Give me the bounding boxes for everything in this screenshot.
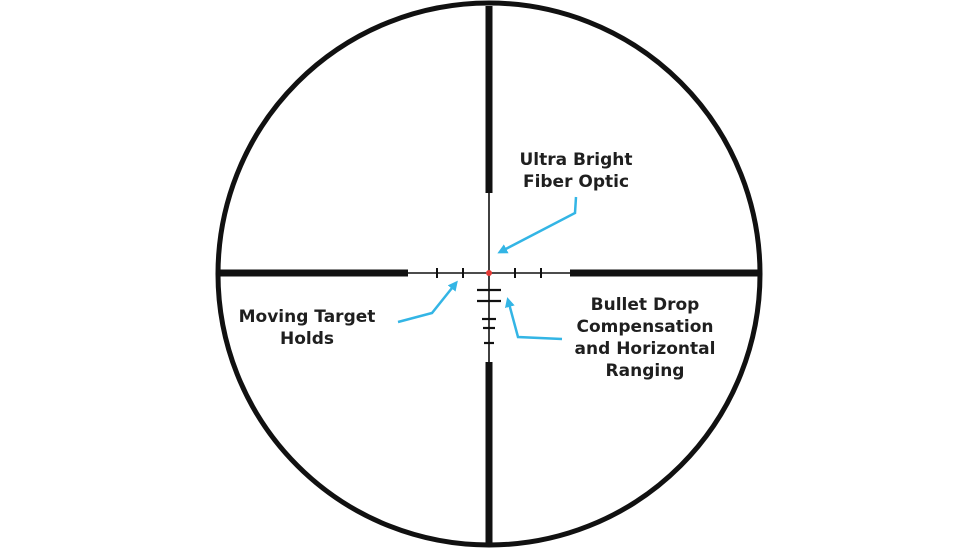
label-line: Bullet Drop <box>590 295 700 315</box>
callout-arrow-icon <box>397 280 458 324</box>
callout-arrow-icon <box>504 297 563 341</box>
label-fiber-optic: Ultra Bright Fiber Optic <box>498 149 654 193</box>
scope-outer-ring <box>215 0 763 548</box>
fiber-optic-dot-icon <box>486 270 492 276</box>
label-line: Compensation <box>576 317 714 337</box>
label-line: Holds <box>279 329 335 349</box>
label-line: Moving Target <box>238 307 376 327</box>
label-moving-target-holds: Moving Target Holds <box>236 306 378 350</box>
callout-arrow-icon <box>497 196 578 254</box>
label-bullet-drop-compensation: Bullet Drop Compensation and Horizontal … <box>556 294 734 382</box>
label-line: and Horizontal <box>574 339 716 359</box>
label-line: Ranging <box>605 361 685 381</box>
label-line: Fiber Optic <box>522 172 630 192</box>
label-line: Ultra Bright <box>519 150 633 170</box>
